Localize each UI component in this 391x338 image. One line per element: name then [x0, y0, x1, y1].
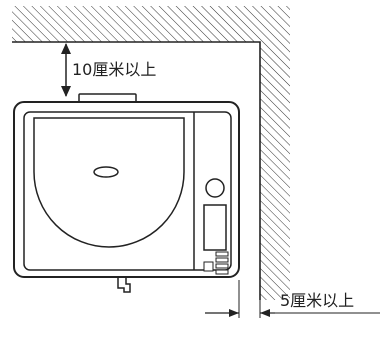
- machine-top-panel: [23, 111, 232, 271]
- control-button: [215, 257, 229, 263]
- top-clearance-label: 10厘米以上: [72, 60, 156, 79]
- drain-outlet: [117, 278, 131, 293]
- wall-hatch: [12, 6, 290, 300]
- top-clearance-dimension: [61, 43, 71, 97]
- control-button: [203, 261, 214, 272]
- control-button: [215, 269, 229, 275]
- side-clearance-label: 5厘米以上: [280, 291, 354, 310]
- lid-handle: [93, 166, 119, 178]
- control-panel: [203, 178, 229, 275]
- lid: [33, 117, 185, 248]
- control-button: [215, 251, 229, 257]
- side-clearance-dimension: [205, 280, 380, 318]
- machine-body: [13, 101, 240, 278]
- wall-inner-edge: [12, 41, 261, 300]
- control-button: [215, 263, 229, 269]
- control-knob: [205, 178, 225, 198]
- display-screen: [203, 204, 227, 251]
- washing-machine: [13, 93, 240, 293]
- lid-hinge: [78, 93, 137, 103]
